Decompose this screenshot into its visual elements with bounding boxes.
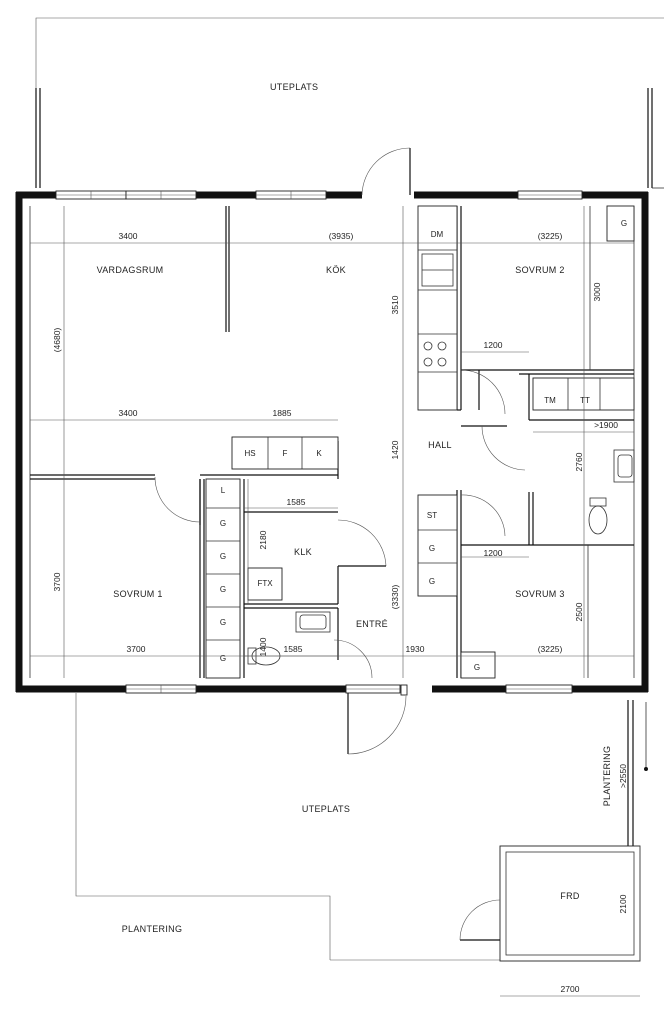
wardrobes [205,205,635,679]
fixture-label-g1: G [220,519,226,528]
room-label-sovrum2: SOVRUM 2 [515,265,564,275]
dim-1930: 1930 [406,644,425,654]
fixture-label-k: K [316,449,322,458]
dim-2550: >2550 [618,764,628,788]
room-label-frd: FRD [560,891,580,901]
dim-2700: 2700 [561,984,580,994]
dim-4680: (4680) [52,328,62,353]
fixture-label-l: L [221,486,226,495]
fixture-label-f: F [283,449,288,458]
doors [154,369,526,755]
dim-3225-top: (3225) [538,231,563,241]
terrace-door-top [361,147,411,196]
room-label-uteplats-bottom: UTEPLATS [302,804,350,814]
dim-1420: 1420 [390,440,400,459]
room-label-hall: HALL [428,440,452,450]
window-entrance [345,684,401,694]
dim-2760: 2760 [574,452,584,471]
dim-3400-mid: 3400 [119,408,138,418]
room-label-klk: KLK [294,547,312,557]
window-bedroom2 [517,190,583,200]
window-living-1 [55,190,127,200]
room-label-vardagsrum: VARDAGSRUM [97,265,164,275]
lower-outdoor [75,693,648,962]
dimension-lines [30,206,641,997]
room-label-sovrum1: SOVRUM 1 [113,589,162,599]
window-bedroom1 [125,684,197,694]
dim-3225-bot: (3225) [538,644,563,654]
dim-3000: 3000 [592,282,602,301]
fixture-label-hs: HS [244,449,255,458]
fixture-label-g3: G [220,585,226,594]
exterior-walls [15,191,649,693]
fixture-label-dm: DM [431,230,444,239]
dim-1585-bot: 1585 [284,644,303,654]
dim-1885: 1885 [273,408,292,418]
fixture-label-st: ST [427,511,437,520]
dim-2500: 2500 [574,602,584,621]
dim-1200-bot: 1200 [484,548,503,558]
dim-2100: 2100 [618,894,628,913]
dim-3330: (3330) [390,585,400,610]
room-label-sovrum3: SOVRUM 3 [515,589,564,599]
fixture-label-g6: G [429,544,435,553]
dim-1900: >1900 [594,420,618,430]
room-label-plantering-right: PLANTERING [602,746,612,807]
dim-1400: 1400 [258,637,268,656]
fixture-label-g4: G [220,618,226,627]
dim-3400-top: 3400 [119,231,138,241]
dim-3510: 3510 [390,295,400,314]
window-bedroom3 [505,684,573,694]
top-terrace-outline [35,17,664,189]
fixture-label-ftx: FTX [257,579,273,588]
dim-3700-v: 3700 [52,572,62,591]
fixture-label-tm: TM [544,396,556,405]
dim-3935: (3935) [329,231,354,241]
dim-1200-top: 1200 [484,340,503,350]
dim-3700-h: 3700 [127,644,146,654]
windows [55,190,583,694]
room-label-uteplats-top: UTEPLATS [270,82,318,92]
room-label-entre: ENTRÉ [356,619,388,629]
room-label-plantering-left: PLANTERING [122,924,183,934]
window-kitchen [255,190,327,200]
fixture-label-tt: TT [580,396,590,405]
stove-burners [423,341,447,367]
dim-2180: 2180 [258,530,268,549]
dim-1585-top: 1585 [287,497,306,507]
fixture-label-g7: G [429,577,435,586]
fixture-label-g8: G [621,219,627,228]
fixture-label-g2: G [220,552,226,561]
fixture-label-g5: G [220,654,226,663]
kitchen-counter [417,205,458,411]
room-label-kok: KÖK [326,265,346,275]
fixture-label-g9: G [474,663,480,672]
window-living-2 [125,190,197,200]
